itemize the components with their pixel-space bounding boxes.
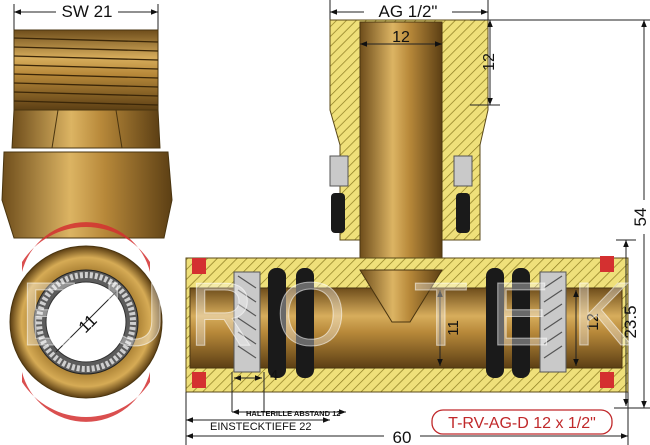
hex-nut-edge-left [51,109,59,149]
height-label-bg [630,200,650,234]
thread-ridges [13,37,159,106]
wrench-size-label: SW 21 [61,2,112,21]
thread-length-label: 12 [481,53,498,71]
top-thread-label-bg [364,0,452,20]
branch-cone [359,269,443,323]
red-ring-left-bottom [192,372,206,388]
watermark: EURO TEK [20,265,650,365]
height-label: 54 [631,208,650,227]
section-view: AG 1/2" 12 12 [185,0,650,445]
red-ring-left-top [192,258,206,274]
branch-seal-left [331,193,345,233]
left-view: SW 21 11 [1,0,173,422]
elbow-body [1,151,173,239]
product-code: T-RV-AG-D 12 x 1/2" [448,415,596,432]
right-seal-group [486,268,567,378]
red-ring-right-top [600,256,614,272]
wrench-size-label-bg [56,0,118,20]
outer-diameter-label: 12 [585,313,602,331]
branch-grip-left [329,155,349,187]
half-length-label: 23.5 [621,305,640,338]
left-seal-group [233,268,314,378]
top-bore-label: 12 [392,29,410,46]
branch-bore [359,21,443,271]
hex-nut-edge-right [115,109,123,149]
grip-teeth [36,272,136,372]
retaining-groove-label: 4 [270,367,278,384]
retaining-groove-text: HALTERILLE ABSTAND 12 [246,409,340,418]
total-length-label: 60 [393,428,412,445]
red-ring-right-bottom [600,372,614,388]
total-length-label-bg [384,426,420,445]
inner-bore-label: 11 [445,320,462,336]
bore-diameter-line [55,291,117,353]
thread-stub [13,29,159,111]
branch-seal-right [456,193,470,233]
hex-nut [11,109,161,149]
insertion-depth-text: EINSTECKTIEFE 22 [210,421,311,433]
branch-grip-right [453,155,473,187]
product-code-box [431,409,613,435]
top-thread-label: AG 1/2" [379,2,438,21]
